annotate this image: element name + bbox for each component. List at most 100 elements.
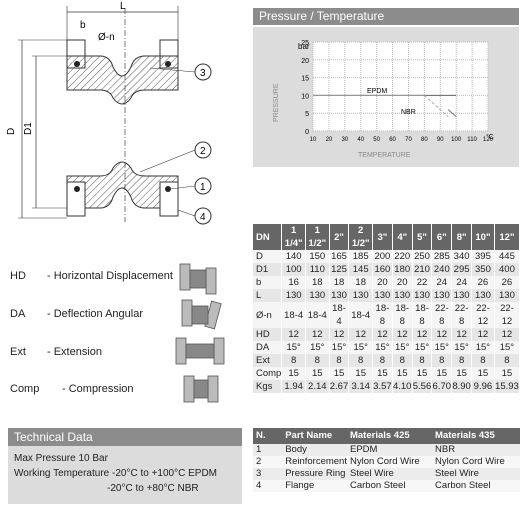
table-cell: 8 (281, 354, 306, 367)
table-cell: 15° (348, 341, 374, 354)
x-tick-label: 60 (389, 137, 396, 143)
dim-b-label: b (80, 20, 86, 31)
dimensions-header-cell: 5" (412, 224, 433, 250)
table-cell: Nylon Cord Wire (346, 456, 433, 468)
table-cell: Pressure Ring (282, 468, 347, 480)
movement-hd: HD (10, 270, 26, 282)
table-cell: 15 (305, 367, 330, 380)
callout-4: 4 (200, 212, 206, 223)
table-cell: 15 (431, 367, 453, 380)
table-cell: 20 (372, 276, 393, 289)
table-cell: 145 (348, 263, 374, 276)
dimensions-header-cell: 8" (451, 224, 472, 250)
table-cell: DA (253, 341, 283, 354)
table-cell: 15° (471, 341, 495, 354)
dimensions-header-cell: 6" (431, 224, 453, 250)
x-axis-title: TEMPERATURE (358, 152, 411, 159)
table-cell: 8 (471, 354, 495, 367)
y-tick-label: 20 (301, 58, 309, 65)
x-tick-label: 70 (405, 137, 412, 143)
table-cell: 15° (329, 341, 350, 354)
table-cell: 220 (392, 250, 413, 263)
table-cell: 22-12 (494, 302, 521, 328)
y-tick-label: 10 (301, 93, 309, 100)
movement-diagrams (175, 263, 225, 403)
working-temp: Working Temperature -20°C to +100°C EPDM (14, 466, 236, 481)
table-cell: 18 (348, 276, 374, 289)
table-cell: 24 (451, 276, 472, 289)
y-axis-title: PRESSURE (273, 83, 280, 122)
table-cell: 240 (431, 263, 453, 276)
table-cell: 1.94 (281, 380, 306, 393)
table-cell: 12 (329, 328, 350, 341)
table-cell: Nylon Cord Wire (432, 456, 520, 468)
table-cell: 165 (329, 250, 350, 263)
table-cell: 18-8 (412, 302, 433, 328)
table-cell: 400 (494, 263, 521, 276)
materials-header-cell: N. (253, 428, 283, 444)
table-cell: 8 (305, 354, 330, 367)
callout-1: 1 (200, 182, 206, 193)
table-cell: 6.70 (431, 380, 453, 393)
table-cell: Steel Wire (432, 468, 520, 480)
table-cell: Steel Wire (346, 468, 433, 480)
table-cell: 15° (451, 341, 472, 354)
table-cell: 15 (494, 367, 521, 380)
dimensions-header-cell: 2 1/2" (348, 224, 374, 250)
table-cell: 22-8 (431, 302, 453, 328)
table-cell: 15 (281, 367, 306, 380)
y-unit-label: bar (298, 42, 310, 51)
table-cell: 15° (372, 341, 393, 354)
table-cell: 3.57 (372, 380, 393, 393)
table-cell: 15° (305, 341, 330, 354)
table-cell: 340 (451, 250, 472, 263)
table-cell: 16 (281, 276, 306, 289)
callout-3: 3 (200, 68, 206, 79)
table-cell: 8 (431, 354, 453, 367)
table-cell: 12 (281, 328, 306, 341)
x-tick-label: 80 (421, 137, 428, 143)
movement-ext: Ext (10, 346, 26, 358)
table-cell: 4.10 (392, 380, 413, 393)
movement-hd-desc: - Horizontal Displacement (47, 270, 173, 282)
movement-code: HD (10, 270, 26, 282)
table-cell: 130 (412, 289, 433, 302)
table-cell: 12 (305, 328, 330, 341)
dim-hole-label: Ø-n (98, 32, 115, 43)
movement-comp: Comp (10, 383, 40, 395)
table-cell: 12 (348, 328, 374, 341)
table-cell: 445 (494, 250, 521, 263)
movement-da-desc: - Deflection Angular (47, 308, 143, 320)
x-tick-label: 10 (310, 137, 317, 143)
table-cell: 15 (412, 367, 433, 380)
table-cell: 20 (392, 276, 413, 289)
dimensions-header-cell: 4" (392, 224, 413, 250)
dimensions-header-cell: 2" (329, 224, 350, 250)
x-tick-label: 40 (357, 137, 364, 143)
table-cell: Flange (282, 480, 347, 492)
table-cell: 185 (348, 250, 374, 263)
table-cell: 15° (494, 341, 521, 354)
table-cell: 8 (494, 354, 521, 367)
table-cell: 2.67 (329, 380, 350, 393)
table-cell: 15° (412, 341, 433, 354)
hd-diagram (179, 263, 217, 295)
technical-data-title: Technical Data (8, 428, 242, 446)
table-cell: 8 (348, 354, 374, 367)
x-tick-label: 90 (437, 137, 444, 143)
table-cell: 12 (372, 328, 393, 341)
table-cell: 15 (451, 367, 472, 380)
working-temp-nbr: -20°C to +80°C NBR (107, 483, 199, 494)
nbr-series-label: NBR (401, 109, 416, 116)
nbr-dropoff-line (424, 95, 449, 118)
